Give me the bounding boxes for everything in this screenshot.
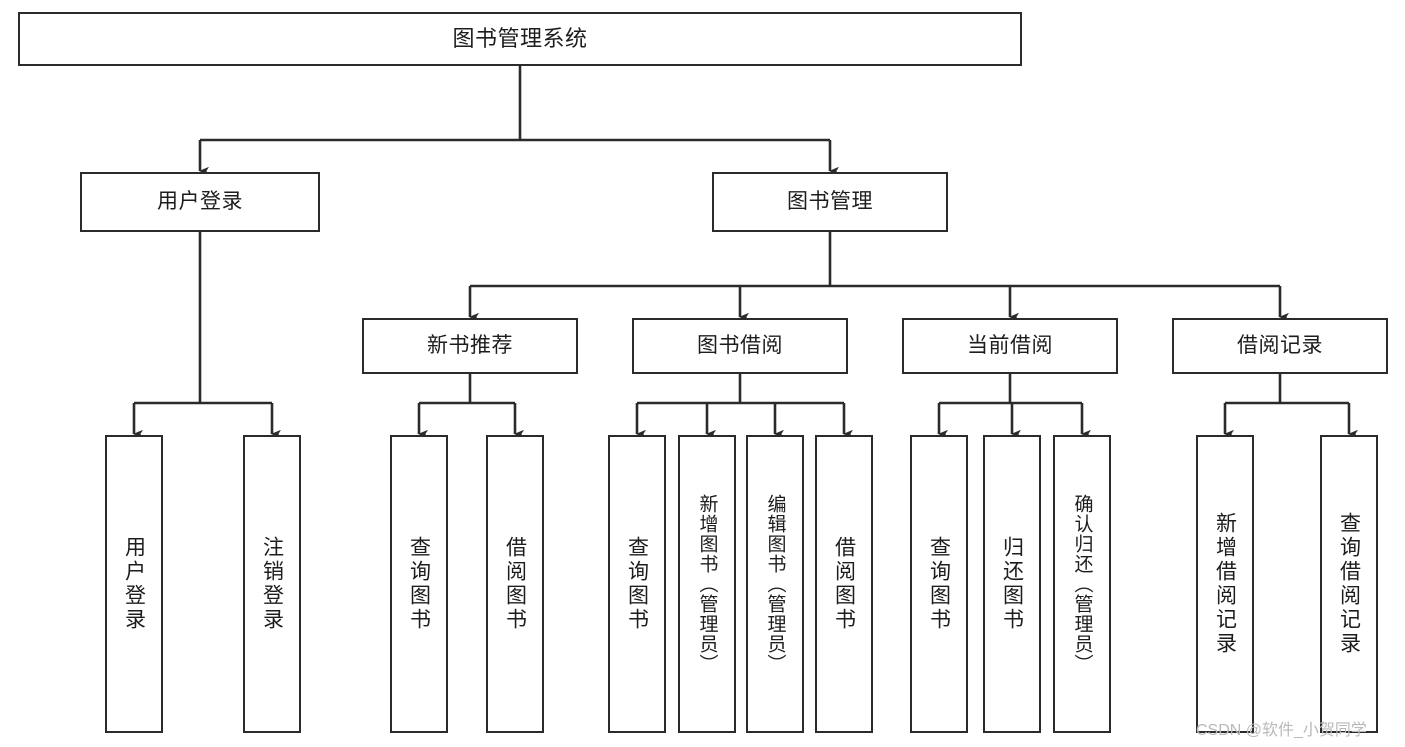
node-leaf-edit-book[interactable]: 编辑图书（管理员） [746,435,804,733]
node-borrow-record[interactable]: 借阅记录 [1172,318,1388,374]
node-label: 当前借阅 [967,333,1053,357]
node-label: 编辑图书（管理员） [764,494,786,674]
node-label: 图书借阅 [697,333,783,357]
node-label: 新增图书（管理员） [696,494,718,674]
node-leaf-confirm-return[interactable]: 确认归还（管理员） [1053,435,1111,733]
node-current-borrow[interactable]: 当前借阅 [902,318,1118,374]
node-leaf-user-login[interactable]: 用户登录 [105,435,163,733]
node-leaf-borrow-book-1[interactable]: 借阅图书 [486,435,544,733]
node-leaf-query-book-3[interactable]: 查询图书 [910,435,968,733]
node-label: 借阅图书 [503,536,527,632]
csdn-watermark: CSDN @软件_小贺同学 [1196,722,1367,739]
node-leaf-logout[interactable]: 注销登录 [243,435,301,733]
node-label: 查询图书 [407,536,431,632]
node-leaf-query-book-2[interactable]: 查询图书 [608,435,666,733]
node-label: 查询借阅记录 [1337,512,1361,656]
node-label: 用户登录 [122,536,146,632]
node-leaf-query-record[interactable]: 查询借阅记录 [1320,435,1378,733]
node-label: 用户登录 [157,189,243,213]
node-root-system[interactable]: 图书管理系统 [18,12,1022,66]
node-label: 借阅记录 [1237,333,1323,357]
node-label: 注销登录 [260,536,284,632]
node-book-manage[interactable]: 图书管理 [712,172,948,232]
node-leaf-add-book[interactable]: 新增图书（管理员） [678,435,736,733]
node-label: 确认归还（管理员） [1071,494,1093,674]
node-leaf-borrow-book-2[interactable]: 借阅图书 [815,435,873,733]
node-label: 查询图书 [625,536,649,632]
node-book-borrow[interactable]: 图书借阅 [632,318,848,374]
node-label: 归还图书 [1000,536,1024,632]
node-user-login[interactable]: 用户登录 [80,172,320,232]
node-label: 新增借阅记录 [1213,512,1237,656]
node-leaf-add-record[interactable]: 新增借阅记录 [1196,435,1254,733]
node-label: 查询图书 [927,536,951,632]
node-label: 新书推荐 [427,333,513,357]
node-label: 借阅图书 [832,536,856,632]
node-leaf-return-book[interactable]: 归还图书 [983,435,1041,733]
node-leaf-query-book-1[interactable]: 查询图书 [390,435,448,733]
node-new-book-rec[interactable]: 新书推荐 [362,318,578,374]
node-label: 图书管理系统 [452,26,588,52]
node-label: 图书管理 [787,189,873,213]
